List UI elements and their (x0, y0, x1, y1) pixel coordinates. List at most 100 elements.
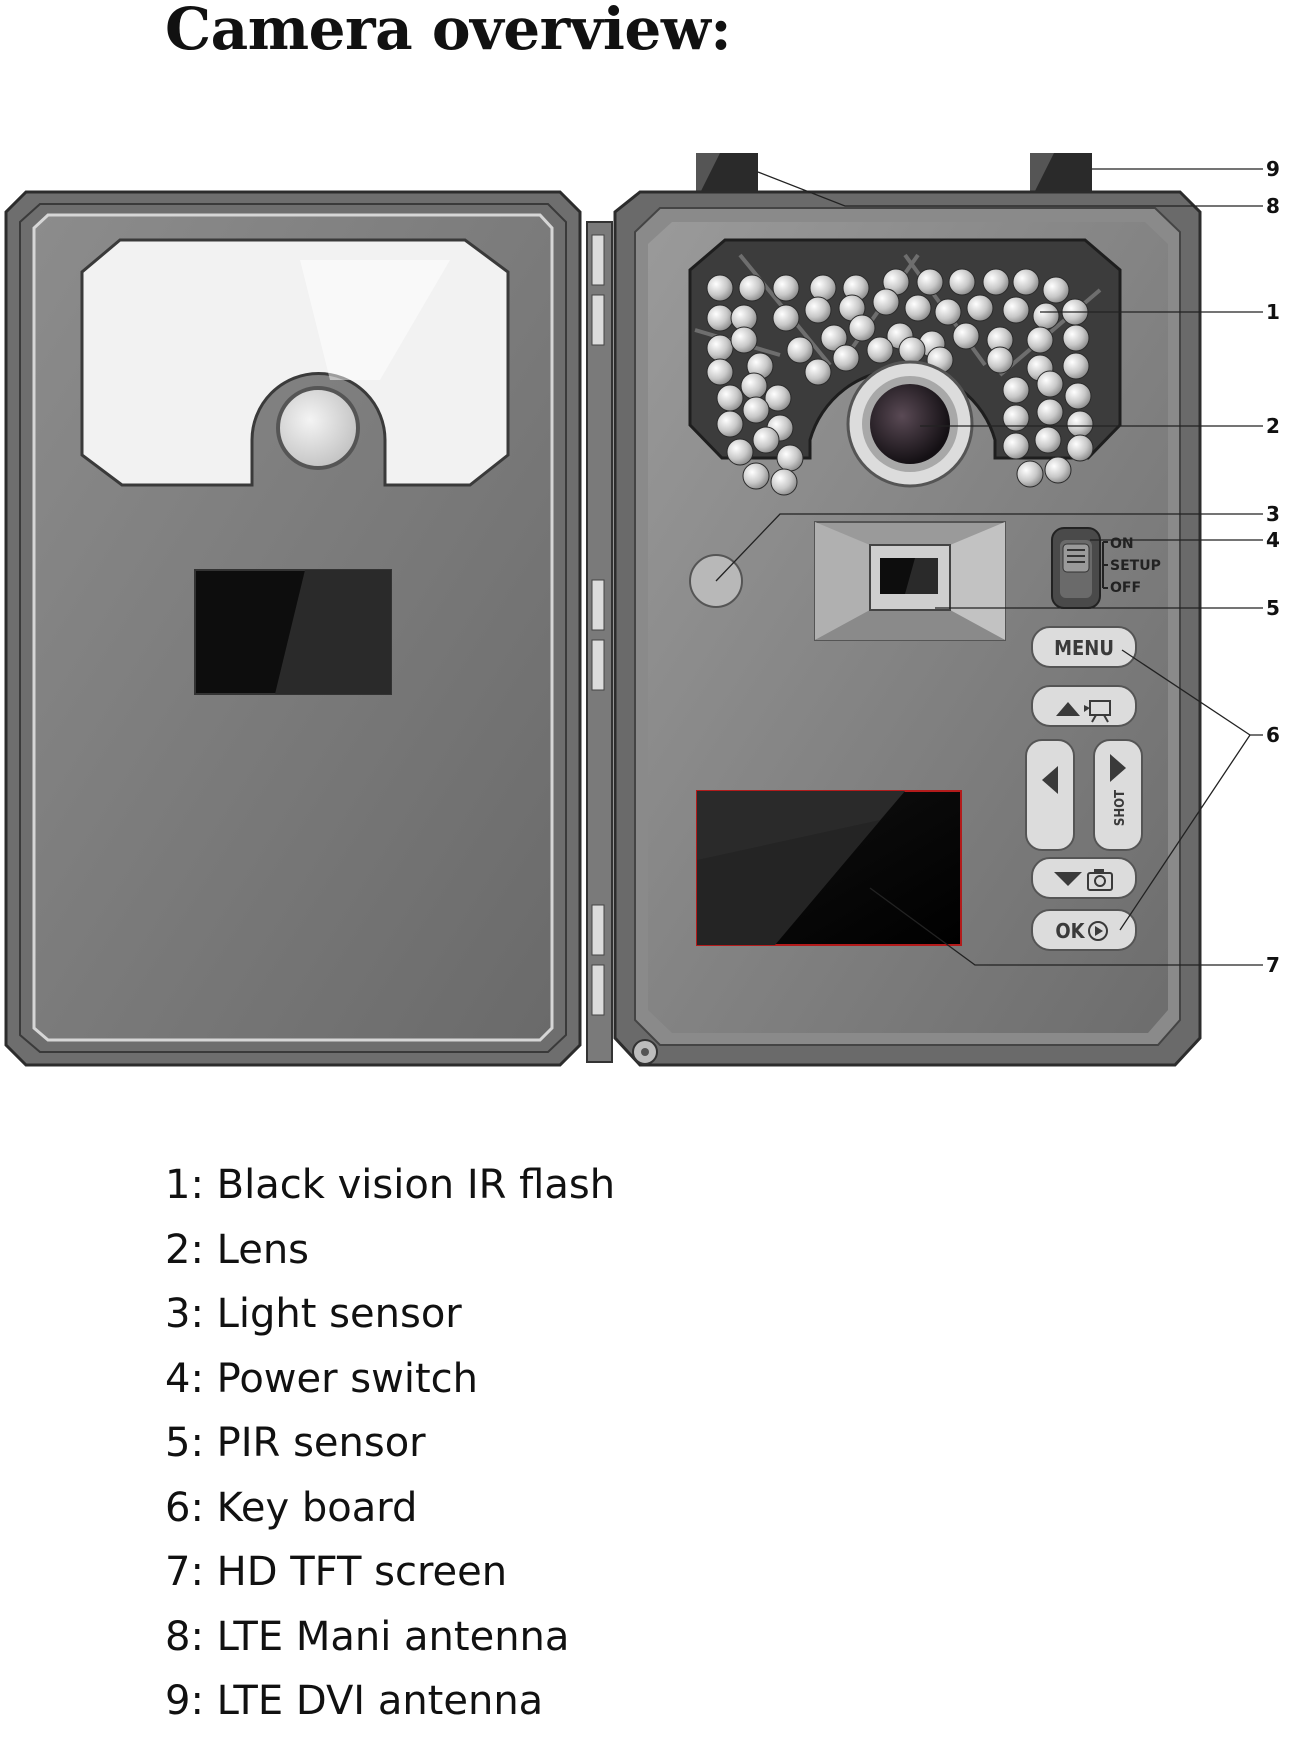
ir-led (730, 326, 758, 354)
menu-button-label: MENU (1054, 636, 1114, 660)
ir-led (1032, 302, 1060, 330)
callout-8: 8 (1266, 194, 1280, 218)
ir-led (1066, 434, 1094, 462)
page-title: Camera overview: (165, 0, 732, 63)
ok-play-button[interactable]: OK (1031, 909, 1137, 951)
callout-9: 9 (1266, 157, 1280, 181)
legend-item-power-switch: 4: Power switch (165, 1355, 478, 1402)
ir-led-array (706, 268, 1094, 496)
ir-led (716, 410, 744, 438)
ir-led (1034, 426, 1062, 454)
callout-7: 7 (1266, 953, 1280, 977)
ir-led (742, 396, 770, 424)
ir-led (804, 358, 832, 386)
right-arrow-icon (1110, 754, 1126, 782)
camera-icon (1087, 869, 1113, 891)
pir-sensor (814, 521, 1006, 641)
ir-led (904, 294, 932, 322)
ir-led (1002, 296, 1030, 324)
right-shot-button[interactable]: SHOT (1093, 739, 1143, 851)
ir-led (804, 296, 832, 324)
ir-led (848, 314, 876, 342)
camera-diagram: ON SETUP OFF MENU SHOT (4, 153, 1280, 1067)
ir-led (898, 336, 926, 364)
menu-button[interactable]: MENU (1031, 626, 1137, 668)
ir-led (1002, 432, 1030, 460)
camera-door (4, 190, 582, 1067)
callout-6: 6 (1266, 723, 1280, 747)
hinge (586, 221, 613, 1063)
up-video-button[interactable] (1031, 685, 1137, 727)
ir-led (1002, 404, 1030, 432)
ir-led (740, 372, 768, 400)
ir-led (982, 268, 1010, 296)
ir-led (872, 288, 900, 316)
shot-button-label: SHOT (1113, 790, 1128, 826)
ir-led (934, 298, 962, 326)
keyboard: MENU SHOT (1025, 626, 1143, 951)
left-arrow-icon (1042, 766, 1058, 794)
ir-led (752, 426, 780, 454)
ir-led (1066, 410, 1094, 438)
ir-led (706, 304, 734, 332)
ir-led (716, 384, 744, 412)
callout-4: 4 (1266, 528, 1280, 552)
legend-item-lens: 2: Lens (165, 1226, 310, 1273)
callout-lines (715, 168, 1263, 966)
callout-numbers: 9 8 1 2 3 4 5 6 7 (1266, 157, 1280, 977)
legend-item-tft-screen: 7: HD TFT screen (165, 1549, 508, 1595)
lens (846, 360, 974, 488)
ir-led (916, 268, 944, 296)
ir-led (809, 274, 837, 302)
ir-led (1062, 352, 1090, 380)
ir-led (1002, 376, 1030, 404)
ir-led (1036, 370, 1064, 398)
legend-item-lte-dvi-antenna: 9: LTE DVI antenna (165, 1678, 544, 1724)
legend-item-light-sensor: 3: Light sensor (165, 1291, 462, 1337)
ir-led (772, 304, 800, 332)
left-button[interactable] (1025, 739, 1075, 851)
callout-1: 1 (1266, 300, 1280, 324)
callout-3: 3 (1266, 502, 1280, 526)
legend-item-pir-sensor: 5: PIR sensor (165, 1420, 426, 1466)
ir-led (820, 324, 848, 352)
ir-led (776, 444, 804, 472)
ok-button-label: OK (1055, 919, 1085, 943)
ir-led (1036, 398, 1064, 426)
ir-led (948, 268, 976, 296)
ir-led (738, 274, 766, 302)
callout-5: 5 (1266, 596, 1280, 620)
switch-label-setup: SETUP (1110, 558, 1161, 574)
ir-led (770, 468, 798, 496)
ir-led (706, 334, 734, 362)
ir-led (1012, 268, 1040, 296)
ir-led (952, 322, 980, 350)
ir-led (866, 336, 894, 364)
ir-led (1044, 456, 1072, 484)
down-arrow-icon (1054, 872, 1082, 886)
switch-label-off: OFF (1110, 580, 1141, 596)
ir-led (1042, 276, 1070, 304)
callout-2: 2 (1266, 414, 1280, 438)
ir-led (1026, 326, 1054, 354)
legend-item-lte-main-antenna: 8: LTE Mani antenna (165, 1613, 570, 1660)
down-photo-button[interactable] (1031, 857, 1137, 899)
ir-led (706, 358, 734, 386)
ir-led (966, 294, 994, 322)
ir-led (726, 438, 754, 466)
ir-led (1016, 460, 1044, 488)
legend: 1: Black vision IR flash 2: Lens 3: Ligh… (165, 1160, 615, 1741)
ir-led (772, 274, 800, 302)
video-camera-icon (1084, 700, 1111, 723)
ir-led (742, 462, 770, 490)
ir-led (786, 336, 814, 364)
ir-led (1064, 382, 1092, 410)
ir-led (832, 344, 860, 372)
ir-led (706, 274, 734, 302)
ir-led (986, 346, 1014, 374)
up-arrow-icon (1056, 702, 1080, 716)
ir-led (764, 384, 792, 412)
legend-item-ir-flash: 1: Black vision IR flash (165, 1162, 616, 1208)
play-icon (1088, 921, 1108, 941)
ir-led (1062, 324, 1090, 352)
